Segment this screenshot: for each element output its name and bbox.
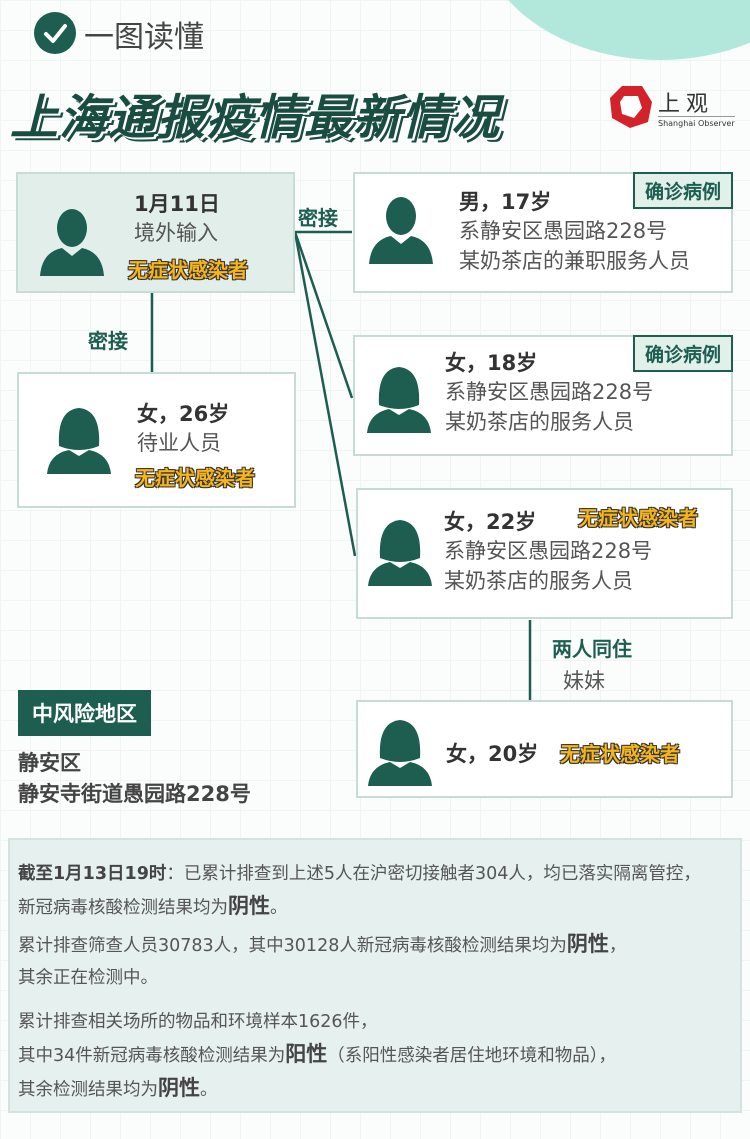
summary-paragraph-1: 截至1月13日19时：已累计排查到上述5人在沪密切接触者304人，均已落实隔离管… <box>18 858 732 924</box>
status-badge: 确诊病例 <box>632 172 733 209</box>
female-person-icon <box>367 367 431 433</box>
risk-district: 静安区 <box>18 751 81 775</box>
case-name: 男，17岁 <box>459 190 552 214</box>
negative-text: 阴性 <box>228 894 270 918</box>
decorative-blob <box>508 0 750 60</box>
case-tag: 无症状感染者 <box>135 466 255 490</box>
status-badge: 确诊病例 <box>632 335 733 372</box>
case-card-female-20: 女，20岁 无症状感染者 <box>356 700 733 798</box>
summary-box: 截至1月13日19时：已累计排查到上述5人在沪密切接触者304人，均已落实隔离管… <box>8 838 742 1113</box>
summary-text: ， <box>608 936 627 956</box>
case-detail: 系静安区愚园路228号 <box>459 219 668 243</box>
risk-address: 静安寺街道愚园路228号 <box>18 782 251 806</box>
logo-text: 上观 <box>658 92 715 117</box>
case-tag: 无症状感染者 <box>578 506 698 530</box>
positive-text: 阳性 <box>285 1042 328 1066</box>
case-tag: 无症状感染者 <box>128 258 248 282</box>
risk-area-label: 中风险地区 <box>18 690 151 736</box>
case-detail: 待业人员 <box>137 431 221 455</box>
male-person-icon <box>369 197 433 264</box>
summary-text: 累计排查相关场所的物品和环境样本1626件， <box>18 1012 378 1032</box>
case-card-male-17: 确诊病例 男，17岁 系静安区愚园路228号 某奶茶店的兼职服务人员 <box>353 172 733 293</box>
connector-lines <box>150 230 532 700</box>
logo: 上观 Shanghai Observer <box>608 84 744 134</box>
case-detail: 系静安区愚园路228号 <box>444 539 653 563</box>
summary-text: 。 <box>200 1080 218 1100</box>
negative-text: 阴性 <box>158 1076 200 1100</box>
case-detail: 某奶茶店的服务人员 <box>444 569 633 593</box>
case-name: 1月11日 <box>134 192 220 216</box>
summary-text: 新冠病毒核酸检测结果均为 <box>18 898 228 918</box>
case-card-female-18: 确诊病例 女，18岁 系静安区愚园路228号 某奶茶店的服务人员 <box>353 335 733 456</box>
female-person-icon <box>368 720 432 786</box>
negative-text: 阴性 <box>566 932 609 956</box>
summary-text: （系阳性感染者居住地环境和物品）， <box>327 1046 617 1066</box>
summary-text: 。 <box>270 898 288 918</box>
summary-paragraph-3: 累计排查相关场所的物品和环境样本1626件， 其中34件新冠病毒核酸检测结果为阳性… <box>18 1006 732 1106</box>
male-person-icon <box>40 209 104 276</box>
summary-date: 截至1月13日19时 <box>18 864 167 884</box>
summary-text: ：已累计排查到上述5人在沪密切接触者304人，均已落实隔离管控， <box>166 864 701 884</box>
summary-text: 累计排查筛查人员30783人，其中30128人新冠病毒核酸检测结果均为 <box>18 936 567 956</box>
subtitle: 一图读懂 <box>84 20 204 55</box>
relation-cohabit: 两人同住 <box>552 637 632 661</box>
case-name: 女，26岁 <box>137 402 230 426</box>
summary-text: 其余正在检测中。 <box>18 968 158 988</box>
relation-close-contact: 密接 <box>88 329 128 353</box>
relation-sister: 妹妹 <box>563 669 605 693</box>
case-name: 女，18岁 <box>445 351 538 375</box>
case-card-female-22: 无症状感染者 女，22岁 系静安区愚园路228号 某奶茶店的服务人员 <box>356 488 733 619</box>
summary-text: 其中34件新冠病毒核酸检测结果为 <box>18 1046 286 1066</box>
female-person-icon <box>47 408 111 474</box>
case-name: 女，20岁 <box>446 742 539 766</box>
case-detail: 系静安区愚园路228号 <box>445 380 654 404</box>
logo-mark-icon <box>610 86 652 128</box>
case-detail: 某奶茶店的兼职服务人员 <box>459 249 690 273</box>
page-title: 上海通报疫情最新情况 <box>10 90 501 146</box>
case-tag: 无症状感染者 <box>560 742 680 766</box>
logo-english: Shanghai Observer <box>658 116 735 128</box>
relation-close-contact: 密接 <box>298 206 338 230</box>
summary-paragraph-2: 累计排查筛查人员30783人，其中30128人新冠病毒核酸检测结果均为阴性， 其余… <box>18 928 732 994</box>
case-card-female-26: 女，26岁 待业人员 无症状感染者 <box>17 372 296 508</box>
case-card-imported: 1月11日 境外输入 无症状感染者 <box>16 172 295 293</box>
female-person-icon <box>368 520 432 586</box>
check-icon <box>34 12 76 54</box>
case-detail: 某奶茶店的服务人员 <box>445 410 634 434</box>
case-name: 女，22岁 <box>444 510 537 534</box>
case-detail: 境外输入 <box>134 221 218 245</box>
summary-text: 其余检测结果均为 <box>18 1080 158 1100</box>
